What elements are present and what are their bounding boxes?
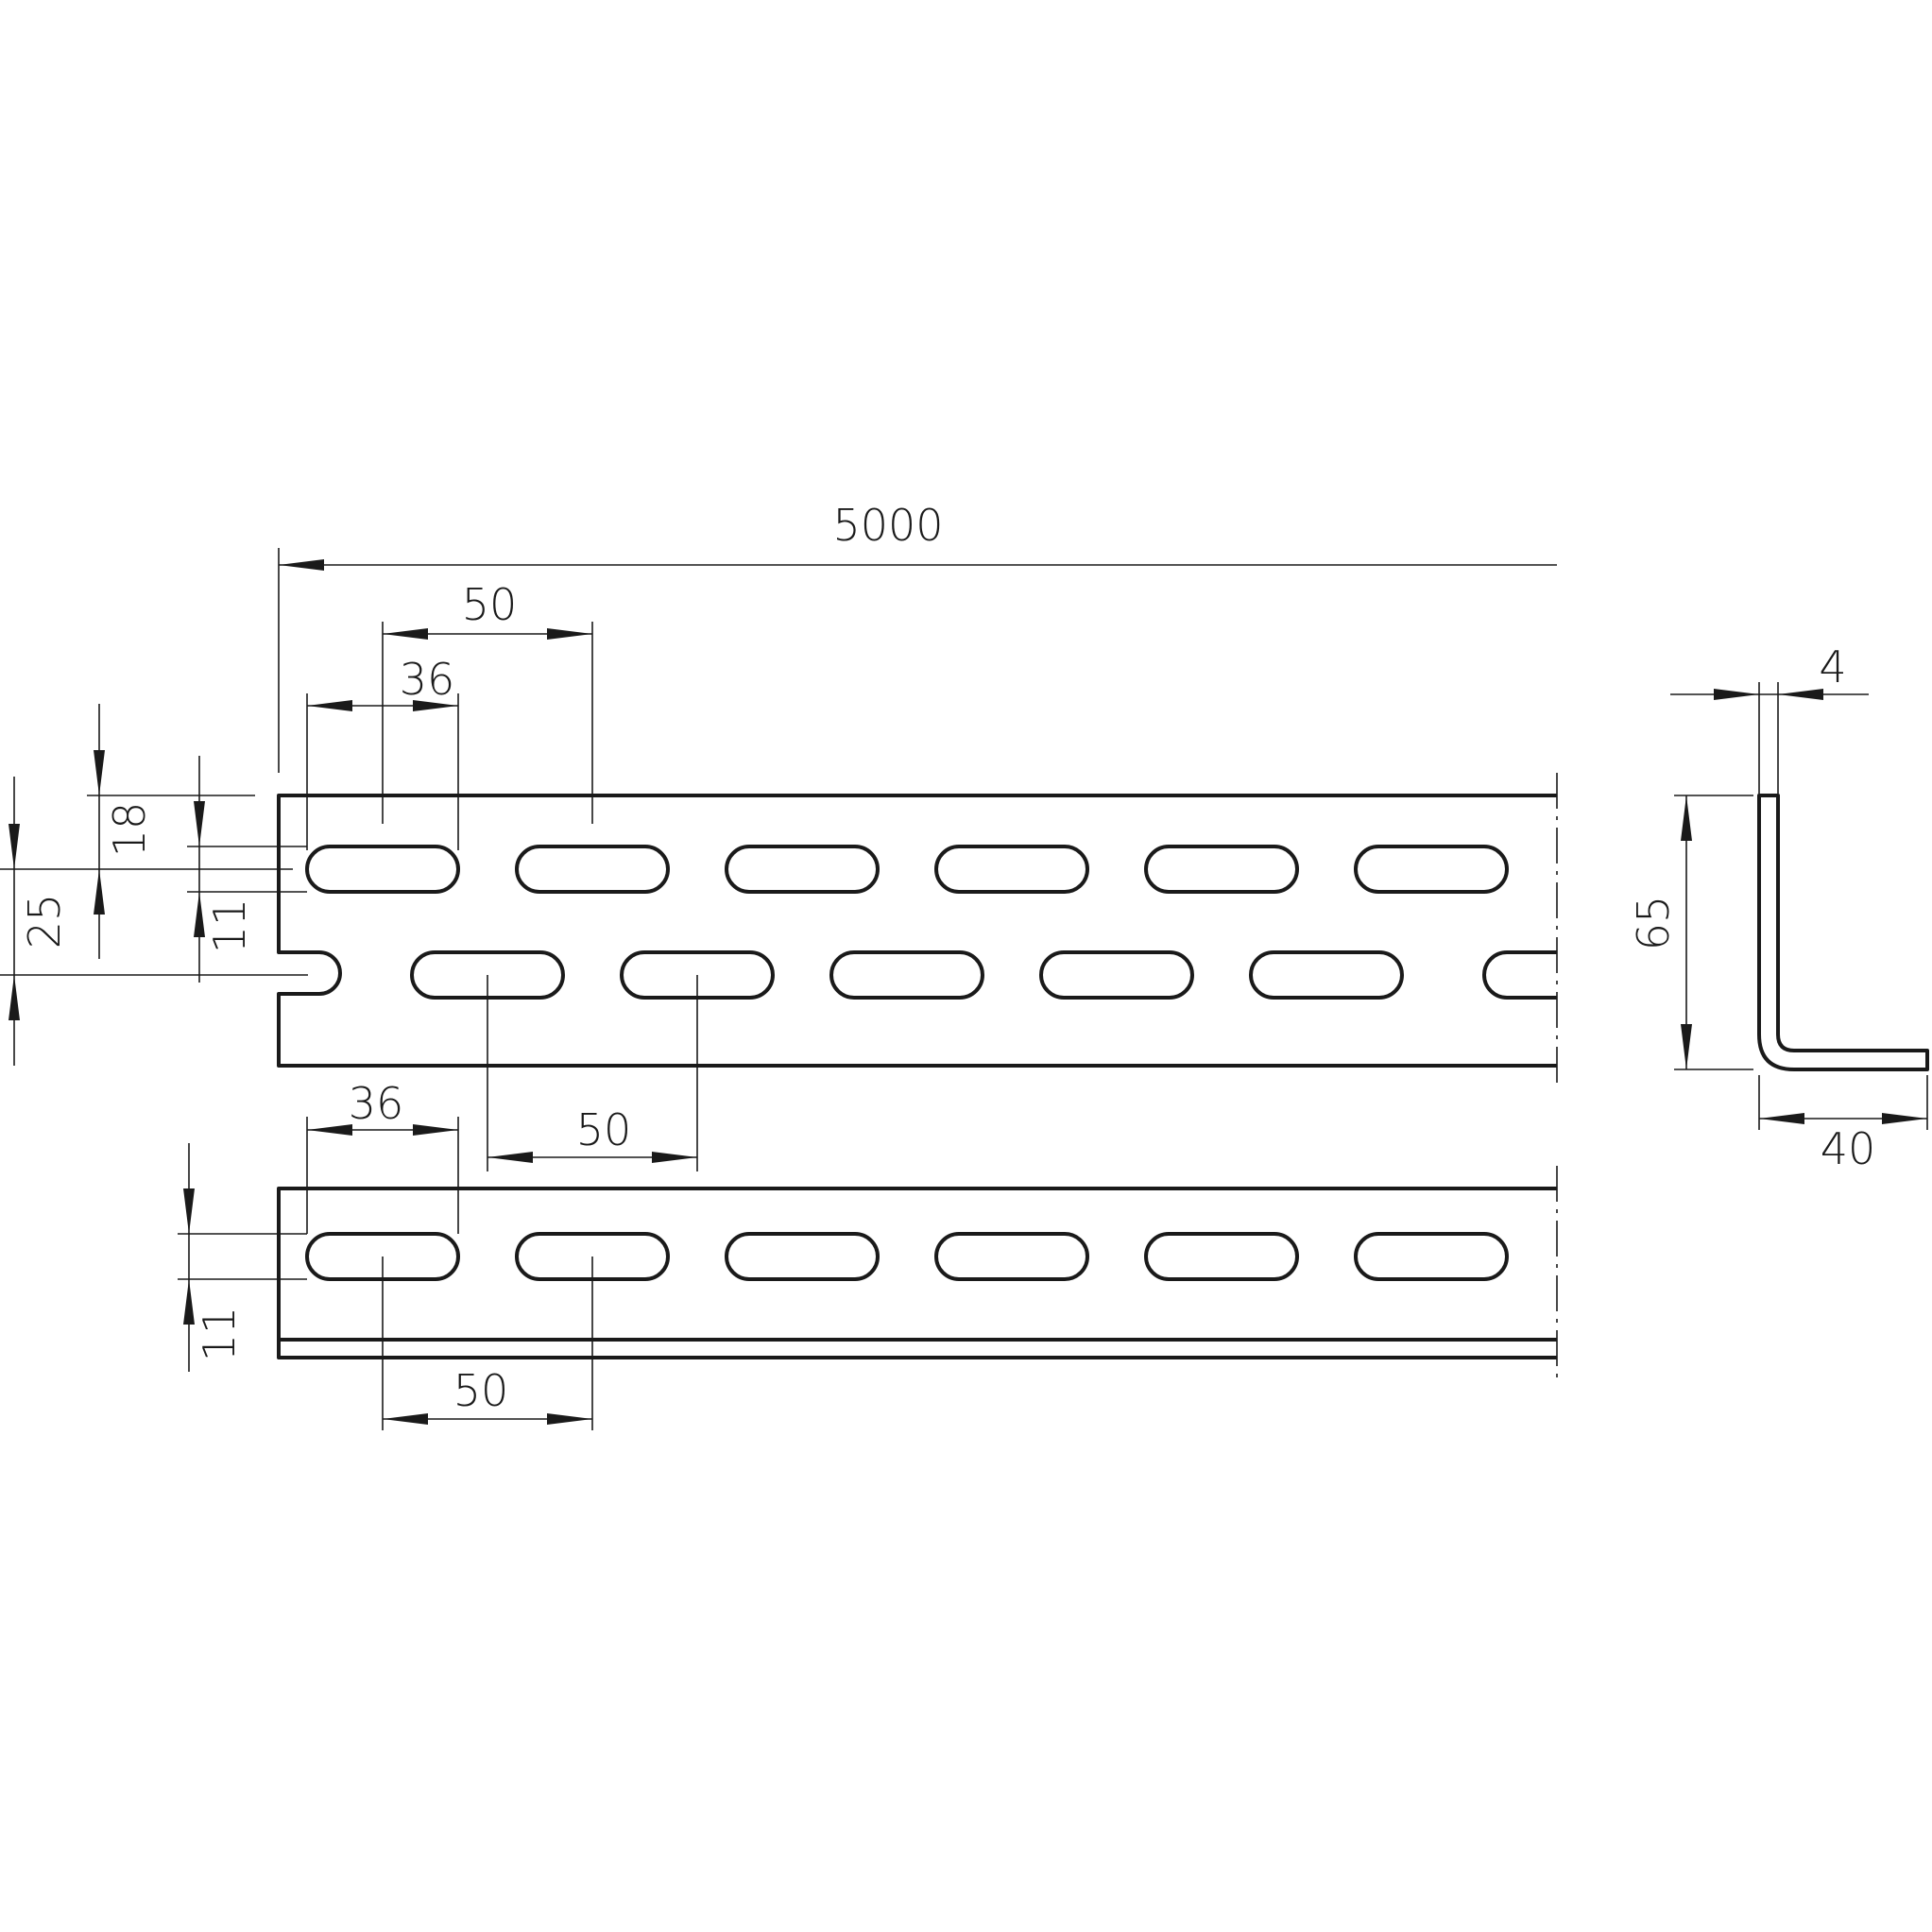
dim-bottom-slot-pitch: 50 [382,1257,593,1430]
dim-total-length: 5000 [278,500,1557,773]
dim-middle-slot-pitch: 50 [487,975,698,1171]
dim-top-slot-length-label: 36 [400,654,455,705]
dim-lower-slot-length-label: 36 [349,1078,404,1129]
dim-bottom-slot-width-label: 11 [194,1307,245,1362]
dim-profile-thickness-label: 4 [1819,641,1846,692]
dim-edge-to-slot-label: 18 [104,802,155,858]
dim-middle-slot-pitch-label: 50 [576,1104,632,1155]
dim-total-length-label: 5000 [832,500,943,551]
dim-profile-thickness: 4 [1670,641,1869,794]
dim-slot-width: 11 [187,756,307,983]
dim-profile-width: 40 [1758,1075,1928,1174]
dim-bottom-slot-width: 11 [178,1143,307,1372]
dim-profile-height: 65 [1628,795,1753,1070]
dim-row-spacing-label: 25 [19,894,70,949]
dim-profile-height-label: 65 [1628,896,1679,951]
front-view-short-flange [277,1166,1558,1379]
dim-profile-width-label: 40 [1821,1123,1876,1174]
dim-lower-slot-length: 36 [306,1078,459,1234]
dim-slot-width-label: 11 [204,898,255,954]
dim-edge-to-slot: 18 [87,704,293,959]
dim-row-spacing: 25 [0,777,308,1066]
dim-top-slot-length: 36 [306,654,459,850]
dim-top-slot-pitch: 50 [382,579,593,824]
front-view-long-flange [277,773,1558,1086]
side-view-profile [1757,794,1929,1071]
dim-bottom-slot-pitch-label: 50 [453,1365,509,1416]
dim-top-slot-pitch-label: 50 [462,579,518,630]
